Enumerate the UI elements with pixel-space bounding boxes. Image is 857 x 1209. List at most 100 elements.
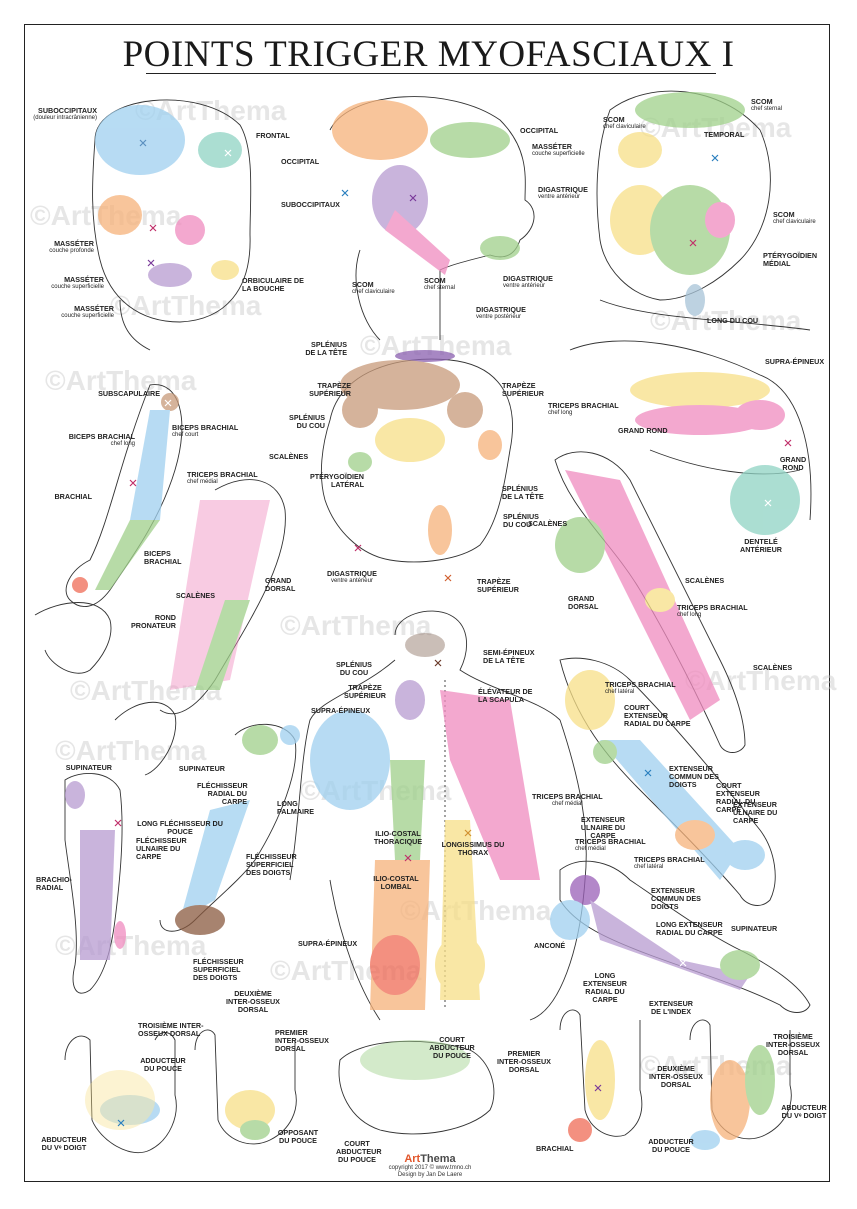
label-ext-index: EXTENSEUR DE L'INDEX: [649, 999, 693, 1016]
label-trapeze-sup-4: TRAPÈZE SUPÉRIEUR: [344, 683, 386, 700]
label-biceps: BICEPS BRACHIAL: [144, 549, 182, 566]
watermark: ©ArtThema: [55, 735, 207, 766]
label-scalenes-3: SCALÈNES: [685, 576, 725, 585]
label-rond-pronateur: ROND PRONATEUR: [131, 613, 176, 630]
label-ancone: ANCONÉ: [534, 941, 566, 950]
label-splenius-tete-1: SPLÉNIUS DE LA TÊTE: [305, 340, 347, 357]
watermark: ©ArtThema: [70, 675, 222, 706]
label-troisieme-interosseux-2: TROISIÈME INTER-OSSEUX DORSAL: [766, 1032, 820, 1057]
watermark: ©ArtThema: [280, 610, 432, 641]
label-supinateur-1: SUPINATEUR: [65, 763, 112, 772]
label-pterygoidien-lateral: PTÉRYGOÏDIEN LATÉRAL: [309, 472, 364, 489]
label-court-ext-radial-1: COURT EXTENSEUR RADIAL DU CARPE: [624, 703, 691, 728]
label-abducteur-v-2: ABDUCTEUR DU Vᵉ DOIGT: [781, 1103, 827, 1120]
label-troisieme-interosseux-1: TROISIÈME INTER-OSSEUX DORSAL: [138, 1021, 204, 1038]
watermark: ©ArtThema: [650, 305, 802, 336]
label-supra-epineux-1: SUPRA-ÉPINEUX: [765, 357, 825, 366]
label-court-abducteur-2: COURT ABDUCTEUR DU POUCE: [336, 1139, 382, 1164]
label-abducteur-v-1: ABDUCTEUR DU Vᵉ DOIGT: [41, 1135, 87, 1152]
label-ext-ulnaire-2: EXTENSEUR ULNAIRE DU CARPE: [580, 815, 626, 840]
label-scalenes-5: SCALÈNES: [175, 591, 215, 600]
label-adducteur-pouce-2: ADDUCTEUR DU POUCE: [648, 1137, 694, 1154]
label-trapeze-sup-1: TRAPÈZE SUPÉRIEUR: [309, 381, 351, 398]
label-flechisseur-radial: FLÉCHISSEUR RADIAL DU CARPE: [197, 781, 248, 806]
design-credit: Design by Jan De Laere: [397, 1172, 463, 1178]
label-grand-rond-1: GRAND ROND: [618, 426, 668, 435]
label-orbiculaire: ORBICULAIRE DE LA BOUCHE: [242, 276, 304, 293]
label-frontal: FRONTAL: [256, 131, 290, 140]
label-occipital-2: OCCIPITAL: [281, 157, 320, 166]
label-long-du-cou: LONG DU COU: [707, 316, 759, 325]
label-supra-epineux-3: SUPRA-ÉPINEUX: [298, 939, 358, 948]
label-trapeze-sup-2: TRAPÈZE SUPÉRIEUR: [502, 381, 544, 398]
label-flechisseur-ulnaire: FLÉCHISSEUR ULNAIRE DU CARPE: [136, 836, 187, 861]
label-trapeze-sup-3: TRAPÈZE SUPÉRIEUR: [477, 577, 519, 594]
label-subscapulaire: SUBSCAPULAIRE: [98, 389, 160, 398]
brand-logo: ArtThema: [404, 1153, 456, 1165]
label-court-abducteur-1: COURT ABDUCTEUR DU POUCE: [429, 1035, 475, 1060]
label-supinateur-2: SUPINATEUR: [178, 764, 225, 773]
label-elevateur-scapula: ÉLÉVATEUR DE LA SCAPULA: [478, 687, 533, 704]
label-adducteur-pouce-1: ADDUCTEUR DU POUCE: [140, 1056, 186, 1073]
label-brachial-2: BRACHIAL: [536, 1144, 574, 1153]
label-dentele-anterieur: DENTELÉ ANTÉRIEUR: [740, 537, 782, 554]
label-brachio-radial: BRACHIO-RADIAL: [36, 875, 72, 892]
label-splenius-tete-2: SPLÉNIUS DE LA TÊTE: [502, 484, 544, 501]
label-flechisseur-superficiel-1: FLÉCHISSEUR SUPERFICIEL DES DOIGTS: [246, 852, 297, 877]
label-suboccipitaux-1: SUBOCCIPITAUX(douleur intracrânienne): [33, 106, 97, 122]
label-brachial-1: BRACHIAL: [54, 492, 92, 501]
label-deuxieme-interosseux-2: DEUXIÈME INTER-OSSEUX DORSAL: [649, 1064, 703, 1089]
label-flechisseur-superficiel-2: FLÉCHISSEUR SUPERFICIEL DES DOIGTS: [193, 957, 244, 982]
label-ilio-costal-thoracique: ILIO-COSTAL THORACIQUE: [373, 829, 423, 846]
label-ilio-costal-lombal: ILIO-COSTAL LOMBAL: [373, 874, 419, 891]
label-supinateur-3: SUPINATEUR: [731, 924, 778, 933]
label-grand-rond-2: GRAND ROND: [779, 455, 807, 472]
label-long-ext-radial-2: LONG EXTENSEUR RADIAL DU CARPE: [583, 971, 627, 1004]
label-long-palmaire: LONG PALMAIRE: [277, 799, 314, 816]
label-long-ext-radial-1: LONG EXTENSEUR RADIAL DU CARPE: [656, 920, 723, 937]
label-pterygoidien-medial: PTÉRYGOÏDIEN MÉDIAL: [763, 251, 818, 268]
label-ext-commun-2: EXTENSEUR COMMUN DES DOIGTS: [651, 886, 701, 911]
title-underline: [146, 73, 716, 74]
label-suboccipitaux-2: SUBOCCIPITAUX: [281, 200, 340, 209]
label-scalenes-2: SCALÈNES: [528, 519, 568, 528]
label-temporal: TEMPORAL: [704, 130, 745, 139]
label-splenius-cou-2: SPLÉNIUS DU COU: [503, 512, 539, 529]
watermark: ©ArtThema: [110, 290, 262, 321]
label-occipital-1: OCCIPITAL: [520, 126, 559, 135]
label-opposant-pouce: OPPOSANT DU POUCE: [277, 1128, 319, 1145]
label-premier-interosseux-1: PREMIER INTER-OSSEUX DORSAL: [275, 1028, 329, 1053]
label-long-flechisseur-pouce: LONG FLÉCHISSEUR DU POUCE: [137, 819, 223, 836]
label-ext-ulnaire-1: EXTENSEUR ULNAIRE DU CARPE: [733, 800, 778, 825]
label-premier-interosseux-2: PREMIER INTER-OSSEUX DORSAL: [497, 1049, 551, 1074]
label-deuxieme-interosseux-1: DEUXIÈME INTER-OSSEUX DORSAL: [226, 989, 280, 1014]
label-grand-dorsal-2: GRAND DORSAL: [265, 576, 296, 593]
label-ext-commun-1: EXTENSEUR COMMUN DES DOIGTS: [669, 764, 719, 789]
label-semi-epineux: SEMI-ÉPINEUX DE LA TÊTE: [483, 648, 535, 665]
copyright-text: copyright 2017 © www.tmno.ch: [388, 1165, 472, 1171]
label-splenius-cou-1: SPLÉNIUS DU COU: [289, 413, 325, 430]
footer: ArtThema copyright 2017 © www.tmno.ch De…: [330, 1153, 530, 1179]
label-supra-epineux-2: SUPRA-ÉPINEUX: [311, 706, 371, 715]
poster-frame: [24, 24, 830, 1182]
